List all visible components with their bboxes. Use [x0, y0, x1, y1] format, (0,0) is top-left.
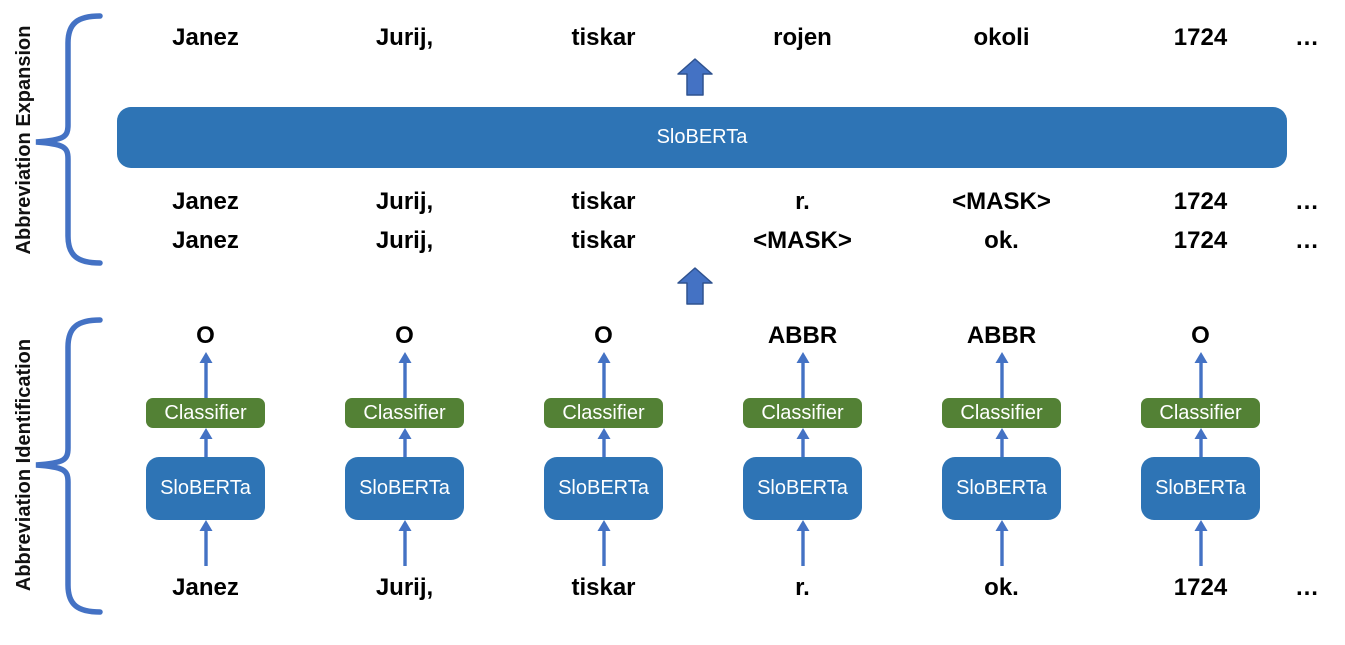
output-token: 1724 — [1173, 24, 1228, 51]
identification-input-row: Janez Jurij, tiskar r. ok. 1724 — [106, 574, 1300, 602]
input-token: tiskar — [571, 574, 636, 601]
up-arrow-icon — [597, 352, 610, 398]
input-token: ok. — [984, 574, 1019, 601]
tag-label: O — [196, 322, 215, 349]
input-token: Janez — [172, 227, 239, 254]
input-row-2-ellipsis: … — [1295, 227, 1319, 254]
up-arrow-icon — [1194, 352, 1207, 398]
input-token: 1724 — [1173, 227, 1228, 254]
tag-label: O — [594, 322, 613, 349]
tag-label: O — [395, 322, 414, 349]
input-token: Janez — [172, 188, 239, 215]
output-token: Janez — [172, 24, 239, 51]
up-arrow-icon — [1194, 428, 1207, 457]
input-token: Janez — [172, 574, 239, 601]
up-arrow-icon — [995, 520, 1008, 566]
up-block-arrow-icon — [677, 58, 713, 96]
identification-ellipsis: … — [1295, 574, 1319, 601]
input-row-1-ellipsis: … — [1295, 188, 1319, 215]
sloberta-box: SloBERTa — [146, 457, 265, 520]
sloberta-box: SloBERTa — [345, 457, 464, 520]
output-ellipsis: … — [1295, 24, 1319, 51]
expansion-input-row-2: Janez Jurij, tiskar <MASK> ok. 1724 — [106, 227, 1300, 255]
tag-label: O — [1191, 322, 1210, 349]
up-arrow-icon — [398, 428, 411, 457]
up-arrow-icon — [995, 428, 1008, 457]
input-token: 1724 — [1173, 574, 1228, 601]
expansion-output-row: Janez Jurij, tiskar rojen okoli 1724 — [106, 24, 1300, 52]
classifier-box: Classifier — [942, 398, 1061, 428]
sloberta-box: SloBERTa — [942, 457, 1061, 520]
up-arrow-icon — [199, 520, 212, 566]
up-arrow-icon — [199, 428, 212, 457]
identification-column: O Classifier SloBERTa — [1120, 318, 1281, 574]
input-token: ok. — [984, 227, 1019, 254]
up-arrow-icon — [995, 352, 1008, 398]
identification-column: O Classifier SloBERTa — [523, 318, 684, 574]
output-token: okoli — [973, 24, 1030, 51]
up-arrow-icon — [796, 428, 809, 457]
input-token: r. — [795, 574, 810, 601]
up-arrow-icon — [597, 520, 610, 566]
classifier-box: Classifier — [544, 398, 663, 428]
input-token: Jurij, — [375, 574, 434, 601]
sloberta-box: SloBERTa — [743, 457, 862, 520]
up-arrow-icon — [1194, 520, 1207, 566]
input-token: <MASK> — [753, 227, 852, 254]
identification-column: ABBR Classifier SloBERTa — [722, 318, 883, 574]
input-token: r. — [795, 188, 810, 215]
up-arrow-icon — [398, 520, 411, 566]
input-token: tiskar — [571, 227, 636, 254]
expansion-brace-icon — [35, 13, 103, 266]
expansion-input-row-1: Janez Jurij, tiskar r. <MASK> 1724 — [106, 188, 1300, 216]
identification-column: O Classifier SloBERTa — [324, 318, 485, 574]
identification-brace-icon — [35, 317, 103, 615]
tag-label: ABBR — [767, 322, 838, 349]
tag-label: ABBR — [966, 322, 1037, 349]
input-token: Jurij, — [375, 227, 434, 254]
up-arrow-icon — [597, 428, 610, 457]
classifier-box: Classifier — [743, 398, 862, 428]
sloberta-box: SloBERTa — [544, 457, 663, 520]
input-token: tiskar — [571, 188, 636, 215]
classifier-box: Classifier — [146, 398, 265, 428]
identification-column: ABBR Classifier SloBERTa — [921, 318, 1082, 574]
up-arrow-icon — [796, 520, 809, 566]
up-arrow-icon — [398, 352, 411, 398]
classifier-box: Classifier — [1141, 398, 1260, 428]
input-token: 1724 — [1173, 188, 1228, 215]
classifier-box: Classifier — [345, 398, 464, 428]
identification-column: O Classifier SloBERTa — [125, 318, 286, 574]
sloberta-box: SloBERTa — [1141, 457, 1260, 520]
output-token: Jurij, — [375, 24, 434, 51]
sloberta-bar: SloBERTa — [117, 107, 1287, 168]
input-token: <MASK> — [952, 188, 1051, 215]
input-token: Jurij, — [375, 188, 434, 215]
output-token: tiskar — [571, 24, 636, 51]
up-arrow-icon — [796, 352, 809, 398]
sloberta-bar-label: SloBERTa — [656, 126, 748, 148]
up-arrow-icon — [199, 352, 212, 398]
output-token: rojen — [773, 24, 832, 51]
up-block-arrow-icon — [677, 267, 713, 305]
